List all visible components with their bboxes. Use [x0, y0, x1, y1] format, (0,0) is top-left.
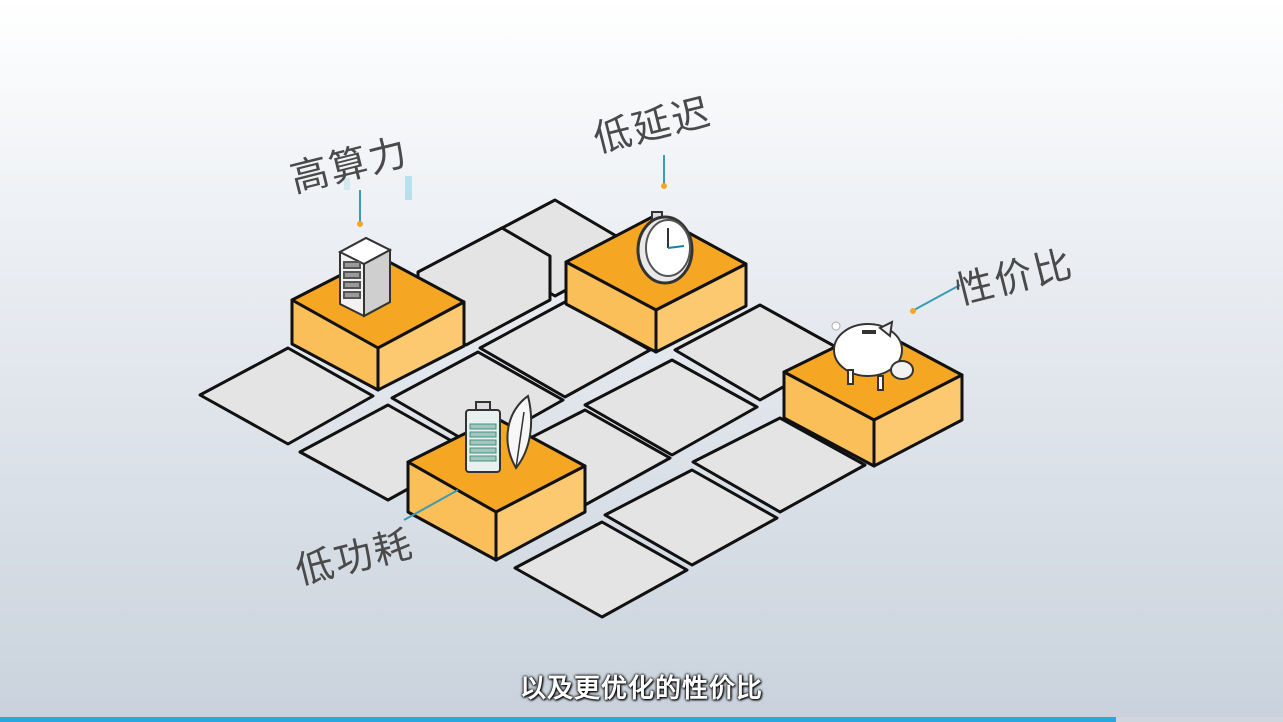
leader-line-compute: [357, 190, 363, 227]
piggy-bank-icon: [831, 320, 914, 391]
stopwatch-icon: [636, 211, 694, 285]
grey-tile: [198, 346, 375, 446]
grey-tile: [603, 468, 779, 567]
grey-tile: [583, 358, 759, 457]
battery-leaf-icon: [465, 394, 533, 473]
leader-line-latency: [661, 155, 667, 189]
video-subtitle: 以及更优化的性价比: [519, 674, 763, 704]
video-progress-fill: [0, 717, 1117, 722]
grey-tile: [691, 416, 867, 514]
video-progress-bar[interactable]: [0, 717, 1283, 722]
grey-tile: [513, 520, 689, 619]
leader-line-value: [910, 284, 961, 314]
server-icon: [337, 236, 393, 318]
leader-line-power: [403, 489, 459, 521]
glow-artifact: [344, 176, 412, 200]
